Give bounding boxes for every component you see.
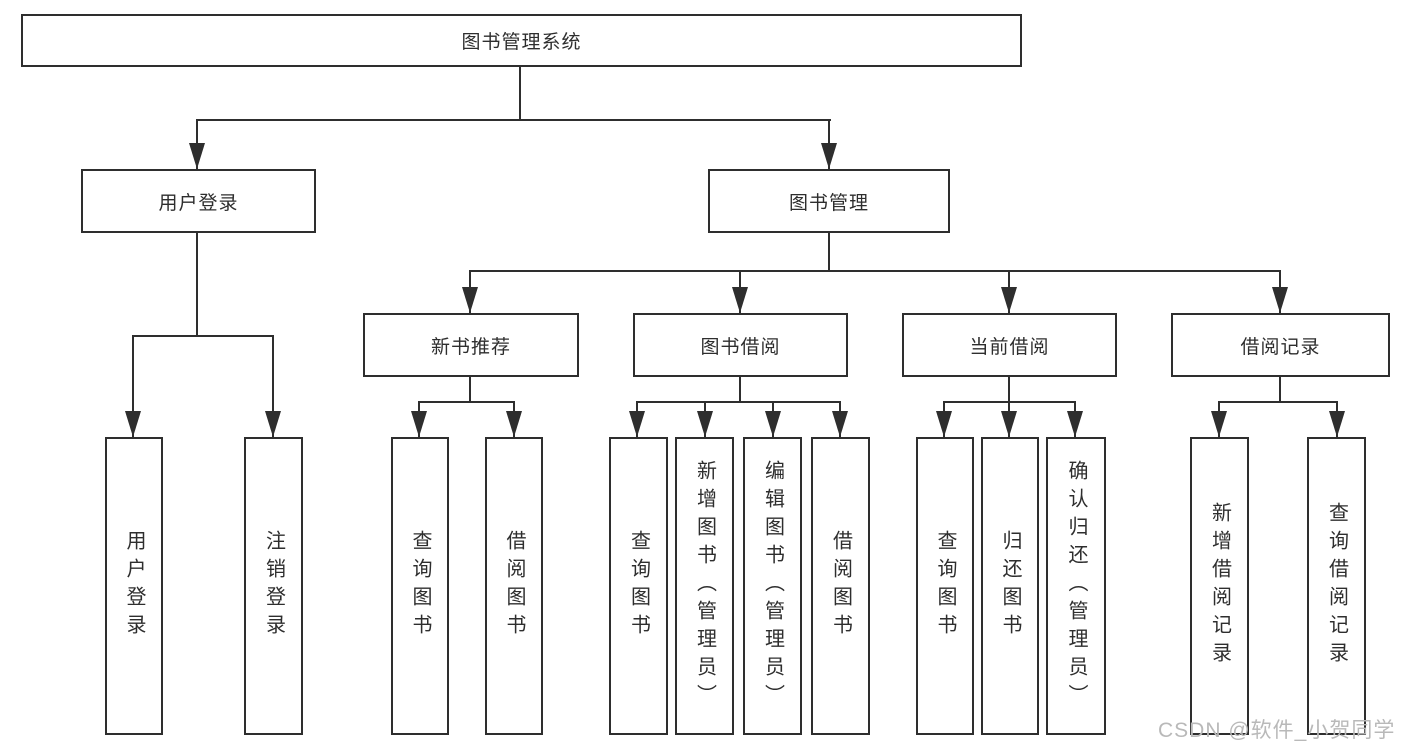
leaf-rec-borrow-books-label: 借阅图书 (503, 530, 525, 642)
edge-cb-branch (944, 401, 1076, 403)
leaf-user-login: 用户登录 (105, 437, 163, 735)
node-borrow-records-label: 借阅记录 (1240, 336, 1321, 358)
leaf-cb-query-books: 查询图书 (916, 437, 974, 735)
leaf-bb-add-books-label: 新增图书（管理员） (693, 460, 716, 712)
arrowhead-book-mgmt (821, 143, 837, 169)
arrowhead-bb-query (629, 411, 645, 437)
leaf-bb-query-books-label: 查询图书 (627, 530, 650, 642)
edge-to-logout-leaf (272, 335, 274, 437)
leaf-rec-query-books: 查询图书 (391, 437, 449, 735)
arrowhead-br-query (1329, 411, 1345, 437)
node-borrow-records: 借阅记录 (1171, 313, 1390, 377)
leaf-bb-edit-books: 编辑图书（管理员） (743, 437, 802, 735)
node-book-mgmt: 图书管理 (708, 169, 950, 233)
arrowhead-login-leaf (125, 411, 141, 437)
leaf-rec-borrow-books: 借阅图书 (485, 437, 543, 735)
edge-root-branch (197, 119, 831, 121)
arrowhead-current-borrow (1001, 287, 1017, 313)
arrowhead-cb-confirm (1067, 411, 1083, 437)
node-book-mgmt-label: 图书管理 (788, 192, 869, 214)
edge-to-login-leaf (132, 335, 134, 437)
leaf-bb-borrow-books-label: 借阅图书 (829, 530, 852, 642)
edge-cb-stem (1008, 377, 1010, 403)
arrowhead-book-borrow (732, 287, 748, 313)
edge-bb-branch (637, 401, 841, 403)
leaf-cb-return-books: 归还图书 (981, 437, 1039, 735)
arrowhead-cb-query (936, 411, 952, 437)
edge-user-login-stem (196, 233, 198, 337)
leaf-br-query-record: 查询借阅记录 (1307, 437, 1366, 735)
leaf-logout: 注销登录 (244, 437, 303, 735)
arrowhead-logout-leaf (265, 411, 281, 437)
node-current-borrow-label: 当前借阅 (969, 336, 1050, 358)
arrowhead-bb-add (697, 411, 713, 437)
node-book-borrow: 图书借阅 (633, 313, 848, 377)
edge-rec-stem (469, 377, 471, 403)
edge-user-login-branch (133, 335, 274, 337)
leaf-bb-add-books: 新增图书（管理员） (675, 437, 734, 735)
edge-book-mgmt-branch (470, 270, 1281, 272)
edge-bb-stem (739, 377, 741, 403)
leaf-cb-return-books-label: 归还图书 (999, 530, 1021, 642)
leaf-bb-borrow-books: 借阅图书 (811, 437, 870, 735)
arrowhead-new-book-rec (462, 287, 478, 313)
node-current-borrow: 当前借阅 (902, 313, 1117, 377)
node-user-login: 用户登录 (81, 169, 316, 233)
leaf-logout-label: 注销登录 (262, 530, 285, 642)
leaf-bb-query-books: 查询图书 (609, 437, 668, 735)
arrowhead-borrow-records (1272, 287, 1288, 313)
arrowhead-rec-borrow (506, 411, 522, 437)
leaf-user-login-label: 用户登录 (123, 530, 145, 642)
node-user-login-label: 用户登录 (158, 192, 239, 214)
node-new-book-rec: 新书推荐 (363, 313, 579, 377)
node-new-book-rec-label: 新书推荐 (430, 336, 511, 358)
leaf-br-add-record-label: 新增借阅记录 (1208, 502, 1231, 670)
edge-book-mgmt-stem (828, 233, 830, 272)
node-book-borrow-label: 图书借阅 (700, 336, 781, 358)
arrowhead-bb-borrow (832, 411, 848, 437)
arrowhead-user-login (189, 143, 205, 169)
arrowhead-rec-query (411, 411, 427, 437)
leaf-cb-query-books-label: 查询图书 (934, 530, 956, 642)
edge-br-branch (1219, 401, 1338, 403)
arrowhead-cb-return (1001, 411, 1017, 437)
csdn-watermark: CSDN @软件_小贺同学 (1158, 719, 1396, 742)
edge-root-stem (519, 67, 521, 120)
arrowhead-bb-edit (765, 411, 781, 437)
arrowhead-br-add (1211, 411, 1227, 437)
node-root-label: 图书管理系统 (461, 32, 582, 53)
edge-br-stem (1279, 377, 1281, 403)
leaf-rec-query-books-label: 查询图书 (409, 530, 431, 642)
leaf-br-query-record-label: 查询借阅记录 (1325, 502, 1348, 670)
edge-rec-branch (419, 401, 515, 403)
leaf-cb-confirm-return-label: 确认归还（管理员） (1065, 460, 1087, 712)
leaf-cb-confirm-return: 确认归还（管理员） (1046, 437, 1106, 735)
node-root: 图书管理系统 (21, 14, 1022, 67)
leaf-bb-edit-books-label: 编辑图书（管理员） (761, 460, 784, 712)
leaf-br-add-record: 新增借阅记录 (1190, 437, 1249, 735)
